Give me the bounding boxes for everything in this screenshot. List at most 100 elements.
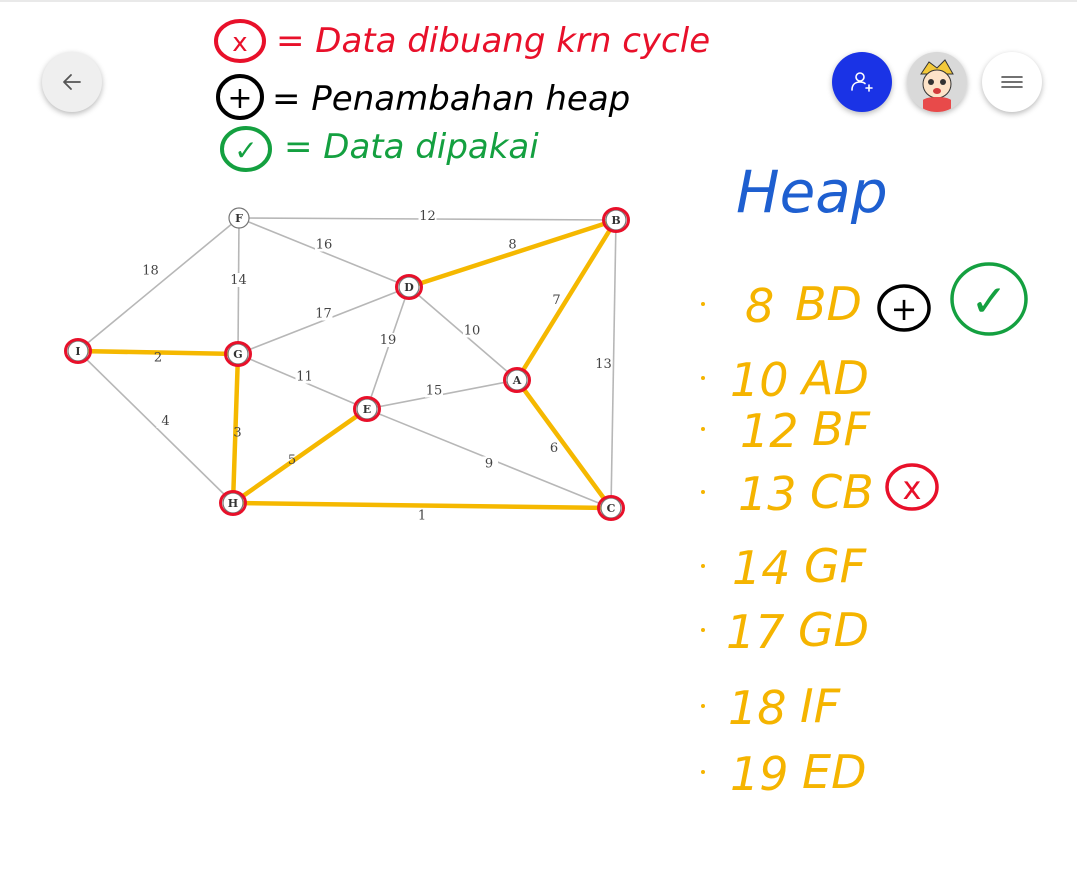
node-D: D	[395, 274, 423, 300]
add-circle-icon	[877, 284, 931, 332]
visited-mark	[602, 207, 630, 233]
edge-weight-FI: 18	[142, 264, 159, 279]
edge-ED	[366, 286, 410, 410]
edge-weight-BA: 7	[552, 293, 560, 308]
heap-weight: 14	[732, 541, 791, 595]
edge-weight-FG: 14	[230, 273, 247, 288]
edge-weight-bg	[463, 323, 481, 338]
heap-item: 8 BD + ✓	[701, 262, 1028, 336]
node-G: G	[224, 341, 252, 367]
visited-mark	[395, 274, 423, 300]
edge-weight-EC: 9	[485, 457, 493, 472]
edge-weight-IH: 4	[161, 414, 169, 429]
edge-IH	[77, 350, 234, 504]
node-F: F	[228, 207, 250, 229]
legend-remove: x = Data dibuang krn cycle	[214, 19, 710, 63]
selected-edge-DB	[406, 217, 619, 290]
node-E: E	[353, 396, 381, 422]
heap-weight: 19	[730, 747, 789, 801]
top-border	[0, 0, 1077, 2]
heap-edge: ED	[802, 745, 867, 799]
user-avatar[interactable]	[907, 52, 967, 112]
node-label-H: H	[228, 497, 238, 510]
heap-weight: 10	[730, 353, 789, 407]
visited-mark	[597, 495, 625, 521]
edge-weight-FD: 16	[316, 238, 333, 253]
bullet-dot	[701, 770, 705, 774]
legend: x = Data dibuang krn cycle + = Penambaha…	[214, 19, 710, 172]
node-I: I	[64, 338, 92, 364]
edge-weight-bg	[229, 273, 248, 287]
edge-weight-DA: 10	[464, 324, 481, 339]
edge-weight-HE: 5	[288, 453, 296, 468]
edge-weight-bg	[141, 263, 160, 278]
node-C: C	[597, 495, 625, 521]
heap-weight: 12	[740, 404, 799, 458]
edge-FI	[77, 217, 240, 352]
edge-weight-IG: 2	[154, 351, 162, 366]
edge-FD	[238, 217, 410, 288]
legend-used: ✓ = Data dipakai	[220, 126, 539, 172]
edge-weight-bg	[314, 306, 333, 321]
visited-mark	[219, 490, 247, 516]
edge-weight-GD: 17	[315, 307, 332, 322]
arrow-left-icon	[63, 74, 81, 90]
selected-edge-GH	[230, 351, 241, 506]
add-symbol: +	[891, 290, 918, 328]
edge-weight-bg	[315, 237, 333, 252]
edge-weight-bg	[425, 383, 443, 398]
node-label-A: A	[512, 374, 522, 387]
selected-edge-HC	[230, 500, 614, 511]
menu-button[interactable]	[982, 52, 1042, 112]
heap-weight: 8	[745, 279, 774, 333]
heap-edge: IF	[800, 679, 841, 733]
bullet-dot	[701, 427, 705, 431]
heap-weight: 18	[728, 681, 787, 735]
edge-weight-HC: 1	[418, 509, 426, 524]
remove-circle-icon	[885, 463, 939, 511]
add-symbol: +	[227, 81, 252, 116]
heap-edge: GD	[798, 603, 869, 657]
used-legend-text: = Data dipakai	[284, 127, 539, 167]
heap-edge: BD	[795, 277, 862, 331]
bullet-dot	[701, 704, 705, 708]
heap-edge: BF	[812, 402, 871, 456]
share-button[interactable]	[832, 52, 892, 112]
heap-edge: AD	[799, 351, 869, 405]
add-legend-text: = Penambahan heap	[272, 79, 630, 119]
bullet-dot	[701, 628, 705, 632]
back-button[interactable]	[42, 52, 102, 112]
node-label-D: D	[404, 281, 414, 294]
remove-symbol: x	[903, 469, 922, 507]
remove-legend-text: = Data dibuang krn cycle	[276, 21, 710, 61]
node-B: B	[602, 207, 630, 233]
used-symbol: ✓	[971, 276, 1008, 327]
edge-weight-bg	[295, 369, 314, 384]
node-label-E: E	[363, 403, 371, 416]
legend-add: + = Penambahan heap	[216, 74, 630, 120]
bullet-dot	[701, 490, 705, 494]
node-label-G: G	[233, 348, 242, 361]
bullet-dot	[701, 564, 705, 568]
visited-mark	[224, 341, 252, 367]
avatar-image	[907, 52, 967, 112]
edge-weight-bg	[594, 357, 613, 371]
node-label-F: F	[235, 212, 243, 225]
selected-edge-IG	[75, 348, 241, 357]
visited-mark	[64, 338, 92, 364]
heap-edge: CB	[810, 465, 874, 519]
edge-weight-AC: 6	[550, 441, 558, 456]
edge-weight-BC: 13	[595, 357, 612, 372]
edge-weight-ED: 19	[380, 333, 397, 348]
edge-BC	[610, 219, 617, 509]
edge-weight-bg	[418, 209, 437, 223]
